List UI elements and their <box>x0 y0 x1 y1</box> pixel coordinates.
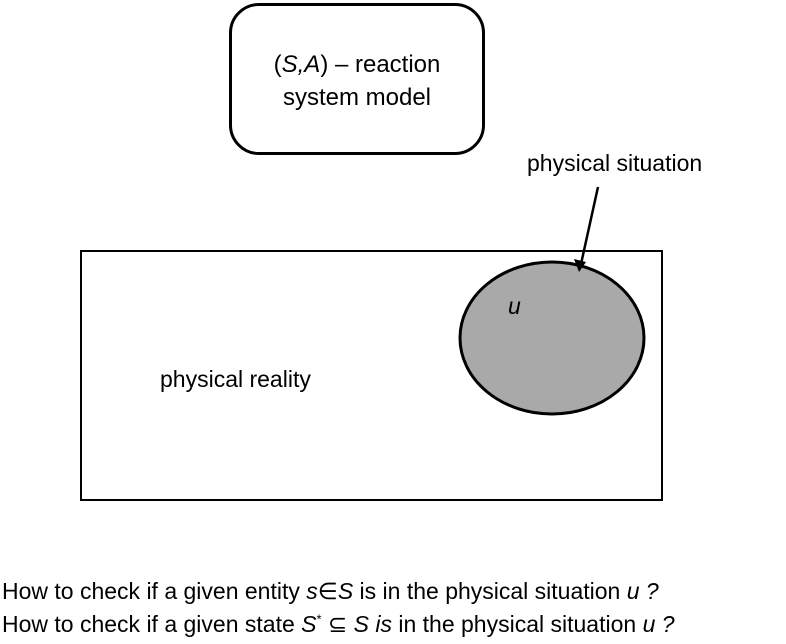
q1-entity: s <box>306 578 318 604</box>
q2-var: u <box>642 611 656 637</box>
model-title-line1: (S,A) – reaction <box>274 44 441 81</box>
q2-state: S <box>301 611 317 637</box>
set-a: A <box>304 51 321 78</box>
model-title-rest: ) – reaction <box>320 51 441 78</box>
q1-end: ? <box>639 578 659 604</box>
q2-subset: ⊆ <box>321 611 354 637</box>
set-s: S <box>281 51 298 78</box>
physical-reality-label: physical reality <box>160 366 311 392</box>
q1-var: u <box>626 578 640 604</box>
q2-middle: in the physical situation <box>391 611 643 637</box>
ellipse-u-label: u <box>508 293 521 319</box>
question-entity: How to check if a given entity s∈S is in… <box>2 578 659 605</box>
model-title-line2: system model <box>282 84 432 111</box>
q2-set: S <box>353 611 369 637</box>
question-state: How to check if a given state S* ⊆ S is … <box>2 611 675 638</box>
q2-prefix: How to check if a given state <box>2 611 302 637</box>
q2-end: ? <box>655 611 675 637</box>
physical-situation-label: physical situation <box>527 150 703 176</box>
q1-elem-of: ∈ <box>317 578 338 604</box>
q2-is: is <box>368 611 392 637</box>
pointer-arrow-line <box>579 186 600 265</box>
reaction-system-model-box: (S,A) – reaction system model <box>229 3 485 155</box>
comma: , <box>297 51 305 78</box>
physical-situation-ellipse <box>458 260 646 416</box>
q1-prefix: How to check if a given entity <box>2 578 307 604</box>
physical-reality-box <box>80 250 663 501</box>
open-paren: ( <box>273 51 282 78</box>
pointer-arrowhead <box>574 259 586 272</box>
q1-middle: is in the physical situation <box>353 578 627 604</box>
q2-star: * <box>316 611 322 627</box>
q1-set: S <box>337 578 354 604</box>
